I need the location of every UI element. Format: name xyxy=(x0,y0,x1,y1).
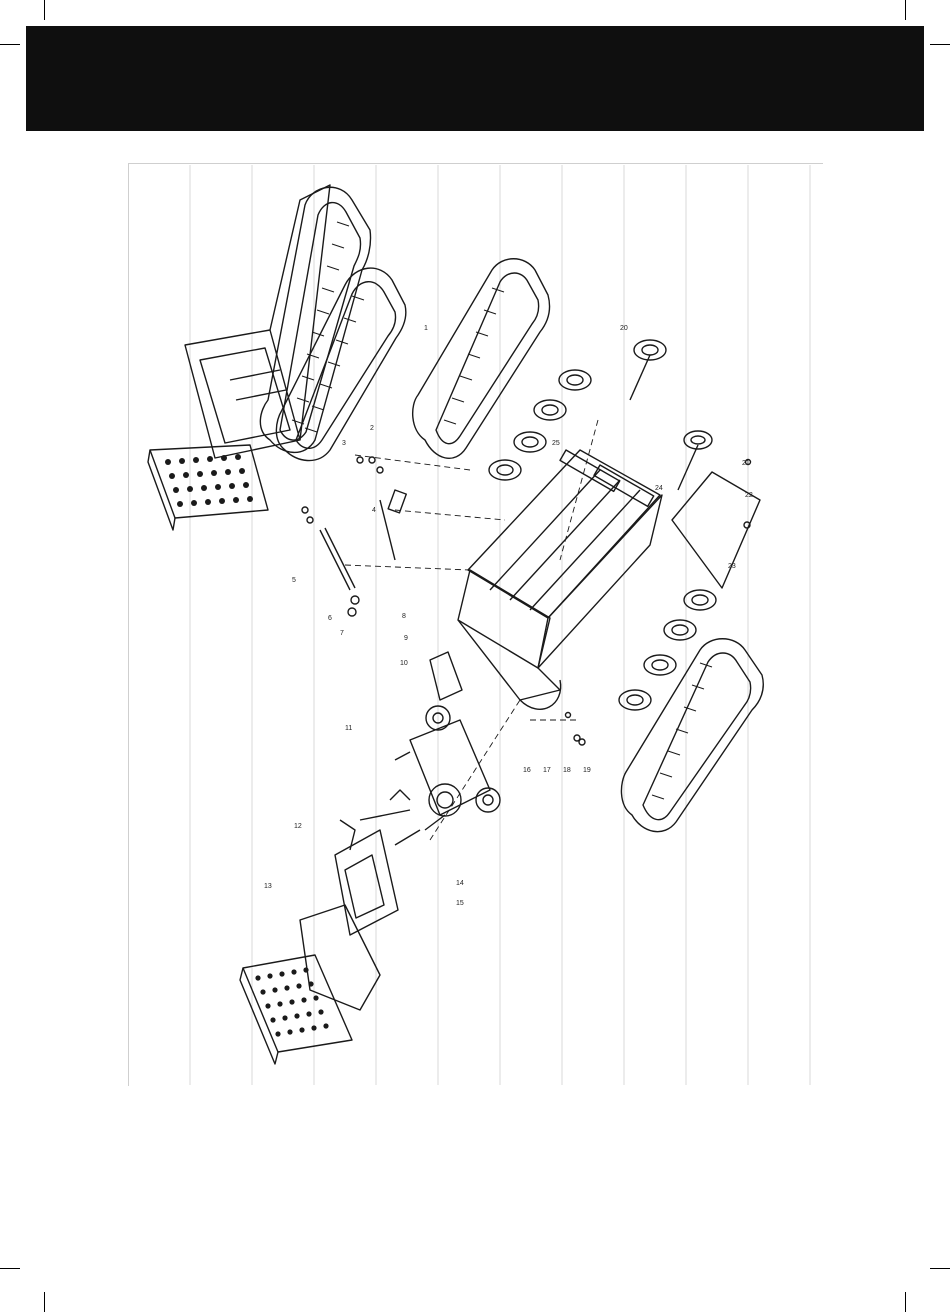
callout-label: 4 xyxy=(372,507,376,514)
callout-label: 3 xyxy=(342,440,346,447)
callout-label: 6 xyxy=(328,615,332,622)
callout-label: 20 xyxy=(620,325,628,332)
callout-label: 1 xyxy=(424,325,428,332)
callout-label: 10 xyxy=(400,660,408,667)
callout-label: 9 xyxy=(404,635,408,642)
callout-label: 11 xyxy=(345,725,352,732)
callout-label: 16 xyxy=(523,767,531,774)
callout-label: 22 xyxy=(745,492,753,499)
callout-label: 14 xyxy=(456,880,464,887)
callout-label: 18 xyxy=(563,767,571,774)
callout-label: 2 xyxy=(370,425,374,432)
callout-label: 17 xyxy=(543,767,551,774)
callout-label: 8 xyxy=(402,613,406,620)
callout-label: 15 xyxy=(456,900,464,907)
callout-label: 5 xyxy=(292,577,296,584)
callout-label: 25 xyxy=(552,440,560,447)
callout-label: 23 xyxy=(728,563,736,570)
callout-label: 21 xyxy=(742,460,750,467)
callout-label: 24 xyxy=(655,485,663,492)
callout-label: 13 xyxy=(264,883,272,890)
callout-label: 19 xyxy=(583,767,591,774)
callout-label: 7 xyxy=(340,630,344,637)
callout-label: 12 xyxy=(294,823,302,830)
